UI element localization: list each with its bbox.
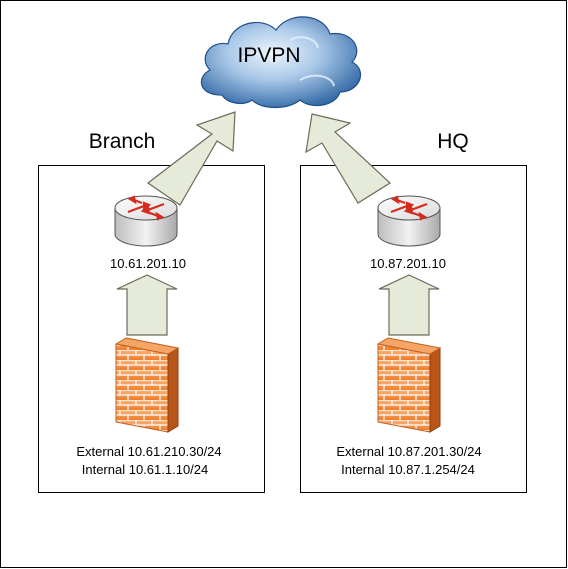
branch-router-icon [114, 195, 178, 247]
branch-title: Branch [89, 130, 156, 153]
hq-firewall-external: External 10.87.201.30/24 [336, 444, 481, 459]
branch-internal-arrow [116, 274, 178, 336]
hq-router-icon [377, 195, 441, 247]
hq-internal-arrow [378, 274, 440, 336]
hq-firewall-internal: Internal 10.87.1.254/24 [341, 462, 475, 477]
hq-router-ip: 10.87.201.10 [370, 256, 446, 271]
branch-router-ip: 10.61.201.10 [110, 256, 186, 271]
branch-firewall-icon [114, 337, 180, 433]
hq-uplink-arrow [305, 113, 391, 204]
cloud-label: IPVPN [237, 44, 300, 67]
branch-uplink-arrow [146, 111, 236, 206]
hq-firewall-icon [376, 337, 442, 433]
hq-title: HQ [437, 130, 469, 153]
branch-firewall-internal: Internal 10.61.1.10/24 [82, 462, 209, 477]
ipvpn-cloud-icon [200, 16, 362, 109]
branch-firewall-external: External 10.61.210.30/24 [76, 444, 221, 459]
